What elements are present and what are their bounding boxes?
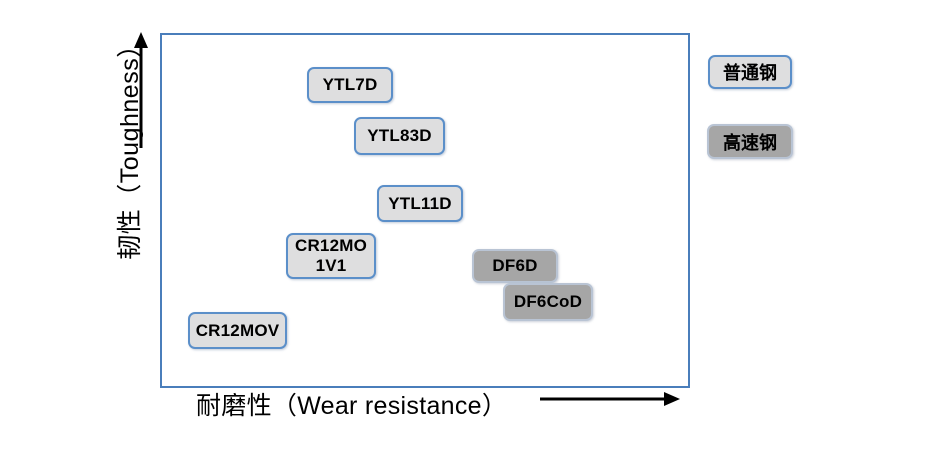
node-ytl83d[interactable]: YTL83D	[354, 117, 445, 155]
x-axis-title: 耐磨性（Wear resistance）	[196, 392, 508, 420]
node-ytl11d[interactable]: YTL11D	[377, 185, 463, 222]
node-label-line1: CR12MO	[294, 236, 368, 256]
y-axis-arrow-icon	[134, 32, 148, 148]
node-label: YTL7D	[322, 75, 378, 95]
node-label: YTL83D	[367, 126, 432, 146]
node-cr12mo1v1[interactable]: CR12MO 1V1	[286, 233, 376, 279]
node-df6d[interactable]: DF6D	[472, 249, 558, 283]
legend-item-plain-steel[interactable]: 普通钢	[708, 55, 792, 89]
x-axis-arrow-icon	[540, 392, 680, 406]
node-label-line2: 1V1	[315, 256, 347, 275]
legend-label: 普通钢	[723, 63, 777, 83]
node-ytl7d[interactable]: YTL7D	[307, 67, 393, 103]
node-df6cod[interactable]: DF6CoD	[503, 283, 593, 321]
node-label: YTL11D	[388, 193, 452, 213]
node-label: DF6D	[492, 256, 538, 276]
node-label: DF6CoD	[513, 292, 583, 312]
legend-label: 高速钢	[723, 132, 777, 153]
node-cr12mov[interactable]: CR12MOV	[188, 312, 287, 349]
node-label: CR12MOV	[195, 320, 280, 340]
y-axis-title: 韧性（Toughness）	[116, 32, 144, 260]
legend-item-high-speed-steel[interactable]: 高速钢	[707, 124, 793, 159]
